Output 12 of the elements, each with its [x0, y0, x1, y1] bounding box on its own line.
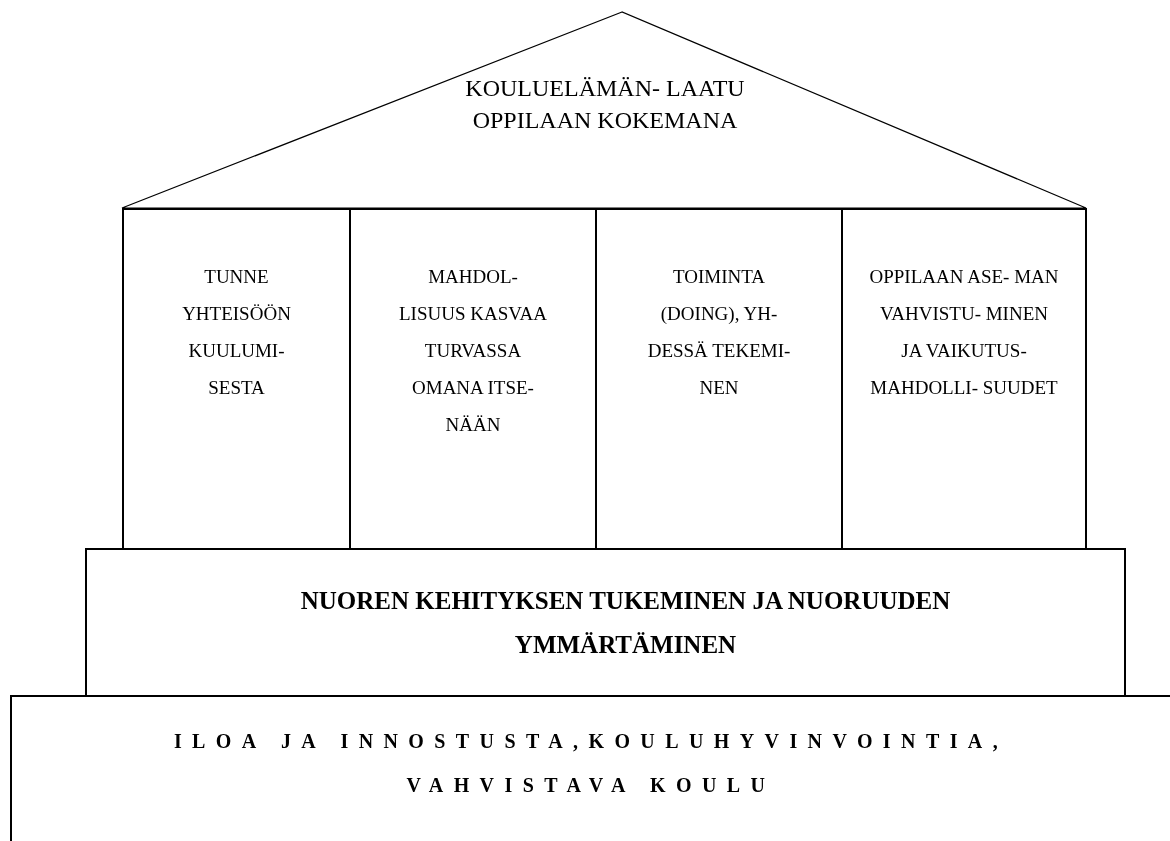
base-label: ILOA JA INNOSTUSTA,KOULUHYVINVOINTIA, VAHVISTAVA KOULU	[172, 729, 1010, 798]
foundation-label: NUOREN KEHITYKSEN TUKEMINEN JA NUORUUDEN YMMÄRTÄMINEN	[299, 586, 952, 660]
pillar-label: OPPILAAN ASE- MAN VAHVISTU- MINEN JA VAIKUTUS- MAHDOLLI- SUUDET	[869, 265, 1059, 400]
pillar-label: TOIMINTA (DOING), YH- DESSÄ TEKEMI- NEN	[646, 265, 792, 400]
pillar-label: TUNNE YHTEISÖÖN KUULUMI- SESTA	[181, 265, 292, 400]
pillar-box	[122, 208, 351, 548]
roof-triangle	[120, 10, 1088, 210]
foundation-band	[85, 548, 1126, 696]
roof-title: KOULUELÄMÄN- LAATU OPPILAAN KOKEMANA	[464, 74, 746, 135]
pillar-label: MAHDOL- LISUUS KASVAA TURVASSA OMANA ITSE- NÄÄN	[398, 265, 548, 437]
base-band	[10, 695, 1170, 841]
pillar-box	[841, 208, 1087, 548]
